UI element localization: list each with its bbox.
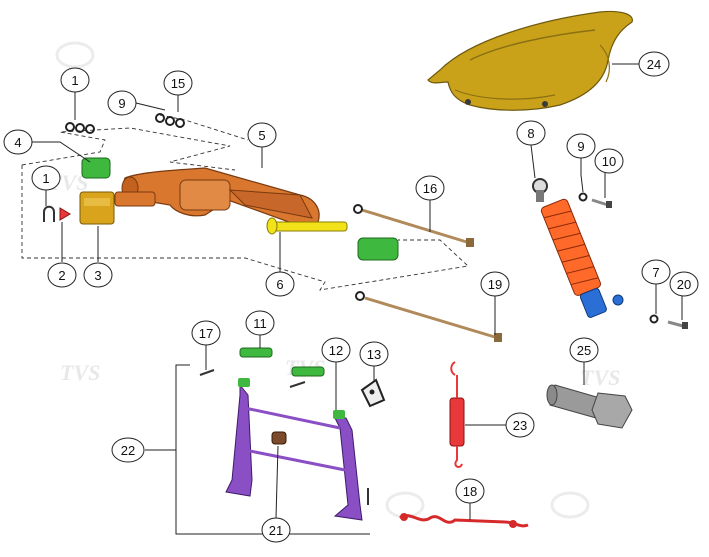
callout-11: 11 — [245, 310, 275, 336]
callout-17: 17 — [191, 320, 221, 346]
callout-15: 15 — [163, 70, 193, 96]
svg-text:22: 22 — [121, 443, 135, 458]
watermark-logo — [550, 491, 590, 519]
part-3-bush-block — [79, 191, 115, 225]
callout-7: 7 — [641, 259, 671, 285]
svg-text:23: 23 — [513, 418, 527, 433]
svg-text:2: 2 — [58, 268, 65, 283]
svg-text:9: 9 — [118, 96, 125, 111]
svg-text:15: 15 — [171, 76, 185, 91]
svg-text:20: 20 — [677, 277, 691, 292]
part-7-washer — [649, 314, 659, 324]
callout-19: 19 — [480, 271, 510, 297]
callout-10: 10 — [594, 148, 624, 174]
part-10-bolt — [591, 198, 612, 208]
part-13-bracket — [360, 378, 386, 408]
callout-21: 21 — [261, 517, 291, 543]
watermark-logo — [55, 41, 95, 69]
part-20-bolt — [667, 320, 688, 329]
watermark: TVS — [580, 365, 620, 390]
callout-4: 4 — [3, 129, 33, 155]
callout-2: 2 — [47, 262, 77, 288]
watermark: TVS — [60, 360, 100, 385]
callout-25: 25 — [569, 337, 599, 363]
part-6-pin — [266, 217, 348, 235]
part-8-shock-absorber — [532, 178, 624, 318]
callout-24: 24 — [638, 51, 670, 77]
svg-text:9: 9 — [577, 139, 584, 154]
part-pin-green — [291, 366, 325, 377]
svg-text:16: 16 — [423, 181, 437, 196]
svg-text:5: 5 — [258, 128, 265, 143]
callout-14: 1 — [60, 67, 90, 93]
callout-23: 23 — [505, 412, 535, 438]
part-16-bolt — [353, 204, 474, 247]
callouts: 1 15 9 4 5 1 2 3 6 16 19 24 8 9 10 7 20 … — [3, 51, 699, 543]
svg-text:1: 1 — [71, 73, 78, 88]
svg-text:19: 19 — [488, 277, 502, 292]
svg-text:4: 4 — [14, 135, 21, 150]
svg-text:11: 11 — [253, 316, 267, 331]
part-14-washers — [65, 122, 95, 134]
part-4-bush — [81, 157, 111, 179]
svg-text:17: 17 — [199, 326, 213, 341]
part-11-pin — [239, 347, 273, 358]
callout-6: 6 — [265, 271, 295, 297]
part-15-washers — [155, 113, 185, 128]
svg-text:8: 8 — [527, 126, 534, 141]
part-17-pin — [199, 369, 215, 376]
svg-text:13: 13 — [367, 347, 381, 362]
callout-5: 5 — [247, 122, 277, 148]
callout-9-right: 9 — [566, 133, 596, 159]
svg-text:7: 7 — [652, 265, 659, 280]
svg-text:1: 1 — [42, 171, 49, 186]
svg-text:6: 6 — [276, 277, 283, 292]
part-25-bolt — [546, 384, 633, 429]
callout-20: 20 — [669, 271, 699, 297]
svg-text:18: 18 — [463, 484, 477, 499]
part-pin-small — [289, 381, 306, 388]
svg-text:25: 25 — [577, 343, 591, 358]
part-18-cable — [399, 513, 529, 528]
callout-8: 8 — [516, 120, 546, 146]
part-bush-green — [357, 237, 399, 261]
svg-text:10: 10 — [602, 154, 616, 169]
part-24-mudguard — [427, 10, 633, 111]
svg-text:21: 21 — [269, 523, 283, 538]
part-23-spring — [449, 361, 465, 468]
callout-22: 22 — [111, 437, 145, 463]
svg-text:24: 24 — [647, 57, 661, 72]
callout-9-left: 9 — [107, 90, 137, 116]
callout-12: 12 — [321, 337, 351, 363]
part-21-stopper — [271, 431, 287, 445]
callout-13: 13 — [359, 341, 389, 367]
callout-3: 3 — [83, 262, 113, 288]
part-2-clip — [59, 207, 71, 221]
part-22-center-stand — [225, 378, 363, 521]
part-5-swing-arm — [114, 167, 320, 227]
part-9-washer — [578, 192, 588, 202]
callout-1: 1 — [31, 165, 61, 191]
callout-18: 18 — [455, 478, 485, 504]
part-19-bolt — [355, 291, 502, 342]
part-1-clip — [43, 205, 55, 222]
svg-text:12: 12 — [329, 343, 343, 358]
svg-text:3: 3 — [94, 268, 101, 283]
callout-16: 16 — [415, 175, 445, 201]
